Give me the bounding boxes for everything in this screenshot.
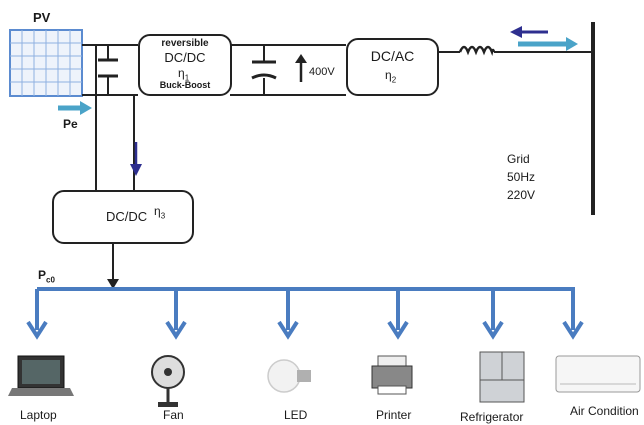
pe-label: Pe [63, 117, 78, 131]
dc-bus-wires [82, 44, 592, 285]
load-label-air-condition: Air Condition [570, 404, 639, 418]
pc0-label: Pc0 [38, 268, 55, 285]
capacitor-1-icon [98, 58, 118, 78]
reversible-dcdc-label: DC/DC [164, 50, 206, 65]
grid-label: Grid [507, 152, 530, 166]
load-label-refrigerator: Refrigerator [460, 410, 524, 424]
load-label-fan: Fan [163, 408, 184, 422]
eta2-label: η2 [385, 68, 397, 85]
refrigerator-icon [479, 351, 525, 403]
grid-frequency-label: 50Hz [507, 170, 536, 184]
bidirectional-power-arrows-icon [510, 26, 578, 51]
load-feeder-arrows [26, 289, 584, 340]
feeder-arrow-refrigerator [482, 289, 504, 340]
reversible-dcdc-block: reversible DC/DC η1 Buck-Boost [138, 34, 232, 96]
grid-voltage-label: 220V [507, 188, 536, 202]
inductor-icon [458, 45, 496, 57]
voltage-400v-label: 400V [309, 66, 335, 78]
eta1-label: η1 [178, 66, 190, 83]
load-label-printer: Printer [376, 408, 412, 422]
dcac-block: DC/AC η2 [346, 38, 439, 96]
air-conditioner-icon [555, 355, 641, 393]
load-label-laptop: Laptop [20, 408, 57, 422]
laptop-icon [8, 355, 74, 396]
pe-power-arrow-icon [58, 101, 92, 115]
dcdc3-block: DC/DC η3 [52, 190, 194, 244]
reversible-label: reversible [161, 38, 209, 49]
grid-info: Grid 50Hz 220V [507, 150, 535, 204]
load-label-led: LED [284, 408, 308, 422]
feeder-arrow-fan [165, 289, 187, 340]
feeder-arrow-air-condition [562, 289, 584, 340]
feeder-arrow-printer [387, 289, 409, 340]
pc0-arrow-icon [107, 279, 119, 289]
feeder-arrow-led [277, 289, 299, 340]
down-power-arrow-icon [130, 142, 142, 176]
dcdc3-label: DC/DC [106, 209, 148, 224]
dc-link-capacitor-icon [251, 60, 277, 80]
eta3-label: η3 [154, 204, 166, 221]
fan-icon [151, 355, 185, 407]
led-bulb-icon [267, 359, 311, 393]
voltage-up-arrow-icon [295, 54, 307, 82]
dcac-label: DC/AC [370, 48, 415, 64]
feeder-arrow-laptop [26, 289, 48, 340]
buck-boost-label: Buck-Boost [159, 80, 211, 90]
pv-label: PV [33, 10, 51, 25]
pv-panel-icon [9, 29, 83, 97]
printer-icon [371, 355, 413, 395]
